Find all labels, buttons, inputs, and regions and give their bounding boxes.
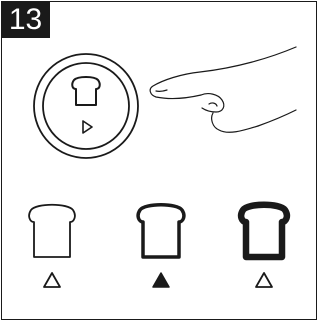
indicator-outline-triangle-icon xyxy=(43,272,61,288)
outer-ring xyxy=(33,53,139,159)
toast-light-icon xyxy=(28,203,76,258)
illustration-frame xyxy=(1,1,317,320)
toast-icon xyxy=(71,76,101,106)
browning-level-dark xyxy=(237,201,291,288)
toast-medium-icon xyxy=(136,203,186,259)
indicator-filled-triangle-icon xyxy=(152,272,170,288)
indicator-outline-triangle-icon xyxy=(255,272,273,288)
toast-control-button[interactable] xyxy=(33,53,139,159)
step-number-badge: 13 xyxy=(1,1,50,38)
browning-level-light xyxy=(28,203,76,288)
browning-level-medium xyxy=(136,203,186,288)
toast-dark-icon xyxy=(237,201,291,261)
pointing-hand-icon xyxy=(149,46,297,133)
play-icon xyxy=(82,120,93,134)
inner-ring xyxy=(42,62,130,150)
